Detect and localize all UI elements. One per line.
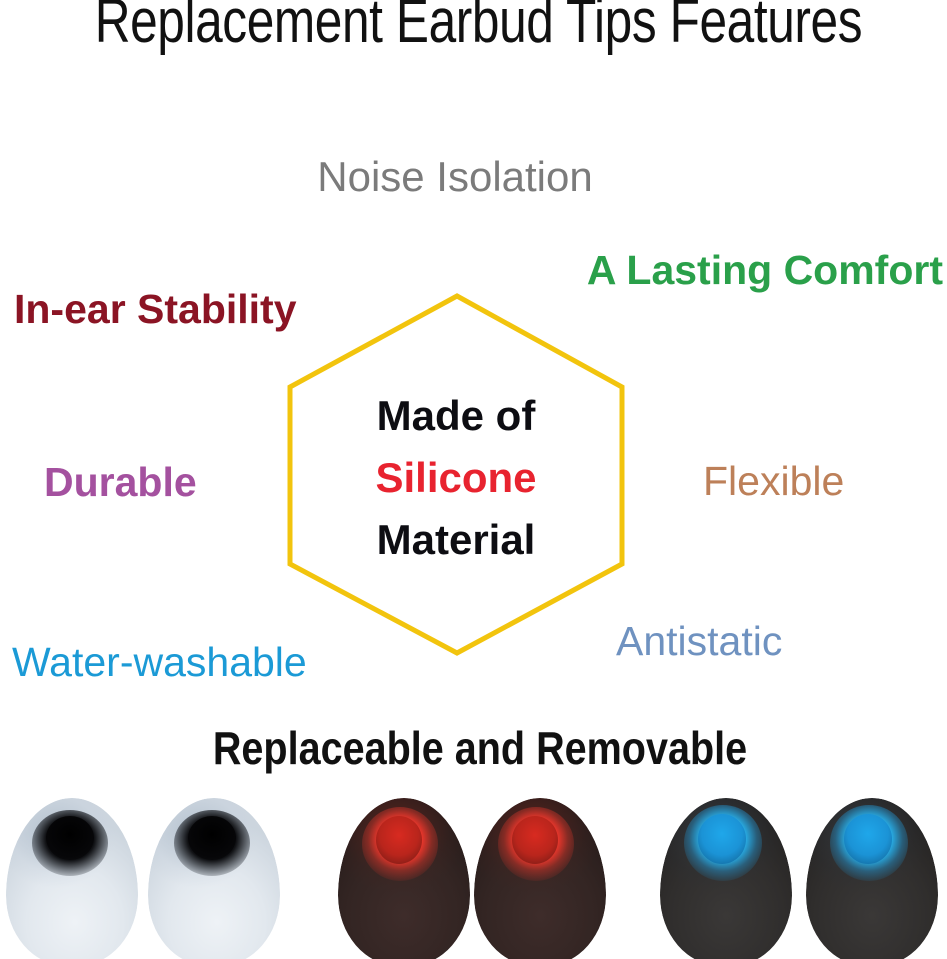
- feature-label-durable: Durable: [44, 459, 197, 505]
- hexagon-line-made-of: Made of: [376, 392, 536, 439]
- earbud-tips-row: [0, 798, 947, 959]
- earbud-tip-blue-left: [660, 798, 792, 959]
- hexagon-outline-icon: [287, 293, 625, 656]
- tip-bore-inner: [46, 816, 94, 860]
- earbud-tip-blue-right: [806, 798, 938, 959]
- feature-label-water-washable: Water-washable: [12, 639, 307, 685]
- tip-bore-inner: [376, 816, 422, 864]
- tip-bore-inner: [512, 816, 558, 864]
- tip-bore-inner: [188, 816, 236, 860]
- feature-label-antistatic: Antistatic: [616, 618, 783, 664]
- page-title: Replacement Earbud Tips Features: [94, 0, 863, 56]
- hexagon-text-block: Made of Silicone Material: [281, 385, 631, 571]
- tip-bore-inner: [844, 814, 892, 864]
- feature-label-flexible: Flexible: [703, 458, 845, 504]
- hexagon-line-material: Material: [376, 516, 536, 563]
- feature-label-noise-isolation: Noise Isolation: [317, 153, 593, 200]
- earbud-tip-clear-left: [6, 798, 138, 959]
- earbud-tip-clear-right: [148, 798, 280, 959]
- earbud-tip-red-left: [338, 798, 470, 959]
- hexagon-line-silicone: Silicone: [375, 454, 537, 501]
- tip-bore-inner: [698, 814, 746, 864]
- feature-label-replaceable-and-removable: Replaceable and Removable: [212, 722, 748, 774]
- feature-label-in-ear-stability: In-ear Stability: [14, 286, 297, 332]
- earbud-tip-red-right: [474, 798, 606, 959]
- center-hexagon-badge: Made of Silicone Material: [281, 288, 631, 660]
- feature-label-lasting-comfort: A Lasting Comfort: [586, 247, 943, 293]
